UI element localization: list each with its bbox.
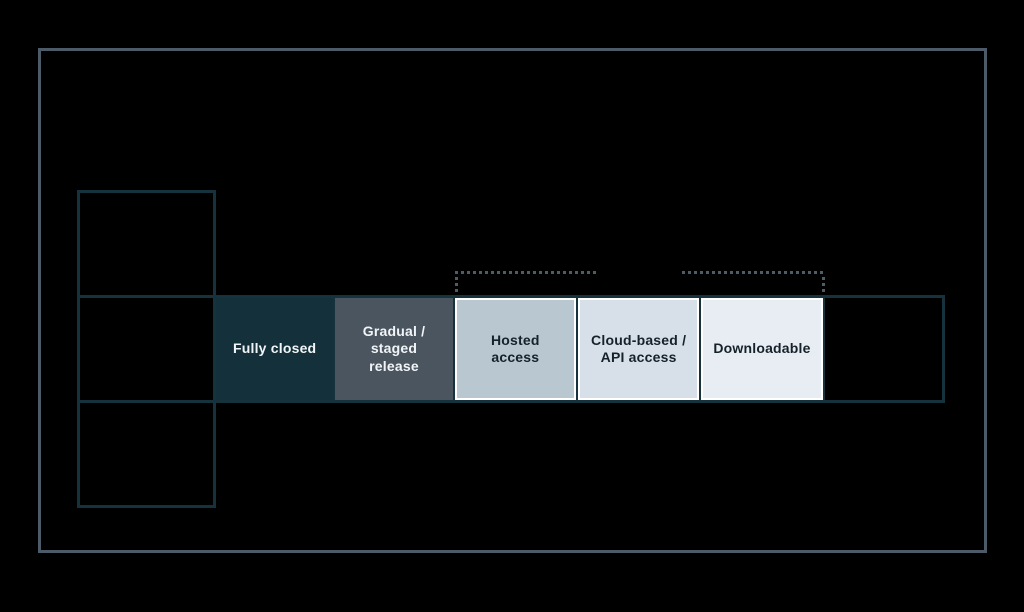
segment-label: Cloud-based / API access xyxy=(591,331,687,366)
segment-fully-closed: Fully closed xyxy=(216,298,334,400)
dotted-bracket-hosted-tick xyxy=(455,277,458,292)
dotted-bracket-downloadable-line xyxy=(682,271,825,274)
segment-label: Fully closed xyxy=(233,340,317,357)
segment-gradual-staged-release: Gradual / staged release xyxy=(335,298,453,400)
left-box-middle xyxy=(77,295,216,403)
left-box-top xyxy=(77,190,216,298)
segment-unlabeled-open xyxy=(824,298,942,400)
dotted-bracket-hosted-line xyxy=(455,271,598,274)
segment-label: Hosted access xyxy=(490,331,540,366)
left-box-bottom xyxy=(77,400,216,508)
release-spectrum-bar: Fully closed Gradual / staged release Ho… xyxy=(213,295,945,403)
segment-label: Downloadable xyxy=(713,340,811,357)
segment-label: Gradual / staged release xyxy=(362,322,426,374)
segment-hosted-access: Hosted access xyxy=(454,298,576,400)
outer-frame xyxy=(38,48,987,553)
dotted-bracket-downloadable-tick xyxy=(822,277,825,292)
segment-cloud-based-api-access: Cloud-based / API access xyxy=(577,298,700,400)
segment-downloadable: Downloadable xyxy=(701,298,823,400)
